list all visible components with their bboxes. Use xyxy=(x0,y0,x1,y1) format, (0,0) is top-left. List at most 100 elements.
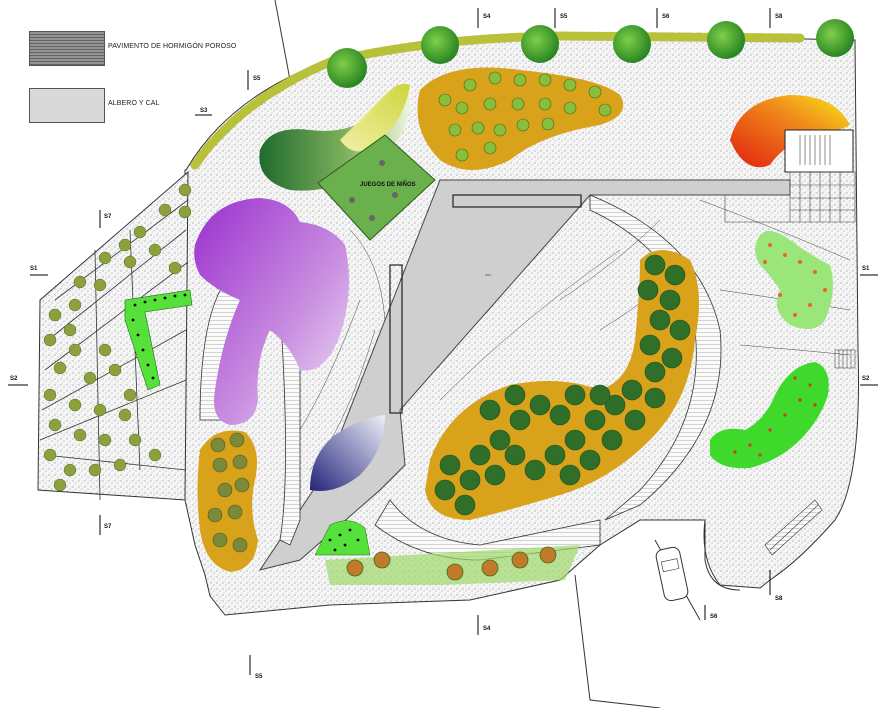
legend-label-porous-concrete: PAVIMENTO DE HORMIGÓN POROSO xyxy=(108,43,237,50)
flower-dots-2 xyxy=(733,376,817,457)
shrub-icon xyxy=(227,504,243,520)
shrub-icon xyxy=(210,437,226,453)
palm-icon xyxy=(538,73,552,87)
yellow-gradient-bed xyxy=(340,83,410,152)
shrub-icon xyxy=(229,432,245,448)
palm-icon xyxy=(563,101,577,115)
shrub-icon xyxy=(212,457,228,473)
svg-text:S3: S3 xyxy=(200,108,208,114)
palm-group xyxy=(438,71,612,162)
top-trees xyxy=(327,19,854,88)
tree-icon xyxy=(707,21,745,59)
section-marker: S8 xyxy=(769,8,783,28)
ochre-bed-left xyxy=(197,430,258,572)
building-stairs xyxy=(799,135,831,165)
palm-icon xyxy=(483,97,497,111)
svg-text:S5: S5 xyxy=(253,76,261,82)
svg-text:S1: S1 xyxy=(862,266,870,272)
section-marker: S6 xyxy=(704,605,718,620)
svg-text:S4: S4 xyxy=(483,626,491,632)
palm-icon xyxy=(455,148,469,162)
tree-cluster-large xyxy=(434,254,691,516)
wedge-shrubs xyxy=(43,183,192,492)
shrubs-left xyxy=(207,432,250,553)
palm-icon xyxy=(463,78,477,92)
lime-bed-dots xyxy=(131,293,187,380)
svg-text:S4: S4 xyxy=(483,14,491,20)
svg-text:S8: S8 xyxy=(775,14,783,20)
section-marker: S2 xyxy=(8,376,28,386)
section-marker: S5 xyxy=(249,655,263,680)
shrub-icon xyxy=(232,537,248,553)
section-marker: S7 xyxy=(99,210,112,228)
svg-text:S2: S2 xyxy=(10,376,18,382)
palm-icon xyxy=(516,118,530,132)
play-element-icon xyxy=(392,192,398,198)
section-marker: S5 xyxy=(554,8,568,28)
lime-bed-south-dots xyxy=(328,528,360,552)
play-element-icon xyxy=(379,160,385,166)
car-icon xyxy=(655,546,689,602)
palm-icon xyxy=(438,93,452,107)
palm-icon xyxy=(538,97,552,111)
plaza-bench xyxy=(452,194,582,208)
tree-icon xyxy=(613,25,651,63)
left-wedge xyxy=(37,170,189,501)
shrub-icon xyxy=(234,477,250,493)
playground xyxy=(317,134,436,241)
plaza-bench-vertical xyxy=(389,264,403,414)
legend-label-albero: ALBERO Y CAL xyxy=(108,100,160,107)
ochre-bed-large xyxy=(425,250,699,520)
palm-icon xyxy=(539,546,557,564)
building xyxy=(784,129,854,173)
tree-icon xyxy=(816,19,854,57)
palm-icon xyxy=(511,551,529,569)
palm-icon xyxy=(448,123,462,137)
palm-icon xyxy=(513,73,527,87)
palm-icon xyxy=(488,71,502,85)
lime-bed-l xyxy=(124,289,193,391)
section-marker: S4 xyxy=(477,8,491,28)
svg-text:S2: S2 xyxy=(862,376,870,382)
lightgreen-bed xyxy=(755,231,834,329)
play-element-icon xyxy=(369,215,375,221)
section-marker: S2 xyxy=(860,376,878,386)
svg-text:S6: S6 xyxy=(710,614,718,620)
shrub-icon xyxy=(217,482,233,498)
lime-bed-south xyxy=(314,520,371,556)
south-palms xyxy=(346,546,557,581)
palm-icon xyxy=(481,559,499,577)
svg-text:S5: S5 xyxy=(255,674,263,680)
section-marker: S3 xyxy=(195,108,212,116)
east-grid-2 xyxy=(834,349,856,369)
svg-text:S1: S1 xyxy=(30,266,38,272)
palm-icon xyxy=(588,85,602,99)
palm-icon xyxy=(446,563,464,581)
svg-text:S7: S7 xyxy=(104,524,112,530)
road-edge xyxy=(274,0,291,81)
central-label: ACC xyxy=(485,273,492,277)
svg-text:S5: S5 xyxy=(560,14,568,20)
section-marker: S4 xyxy=(477,615,491,635)
section-marker: S5 xyxy=(247,70,261,90)
svg-text:S6: S6 xyxy=(662,14,670,20)
tree-icon xyxy=(521,25,559,63)
section-markers: S4 S5 S6 S8 S5 S3 S7 S1 xyxy=(8,8,878,680)
svg-text:S8: S8 xyxy=(775,596,783,602)
southeast-steps xyxy=(764,499,823,556)
section-marker: S1 xyxy=(30,266,48,276)
tree-icon xyxy=(421,26,459,64)
palm-icon xyxy=(455,101,469,115)
palm-icon xyxy=(563,78,577,92)
blue-gradient-bed xyxy=(310,415,385,491)
bright-green-bed xyxy=(710,362,829,469)
section-marker: S6 xyxy=(656,8,670,28)
palm-icon xyxy=(511,97,525,111)
palm-icon xyxy=(346,559,364,577)
palm-icon xyxy=(373,551,391,569)
shrub-icon xyxy=(212,532,228,548)
palm-icon xyxy=(483,141,497,155)
tree-icon xyxy=(327,48,367,88)
playground-label: JUEGOS DE NIÑOS xyxy=(360,181,416,188)
